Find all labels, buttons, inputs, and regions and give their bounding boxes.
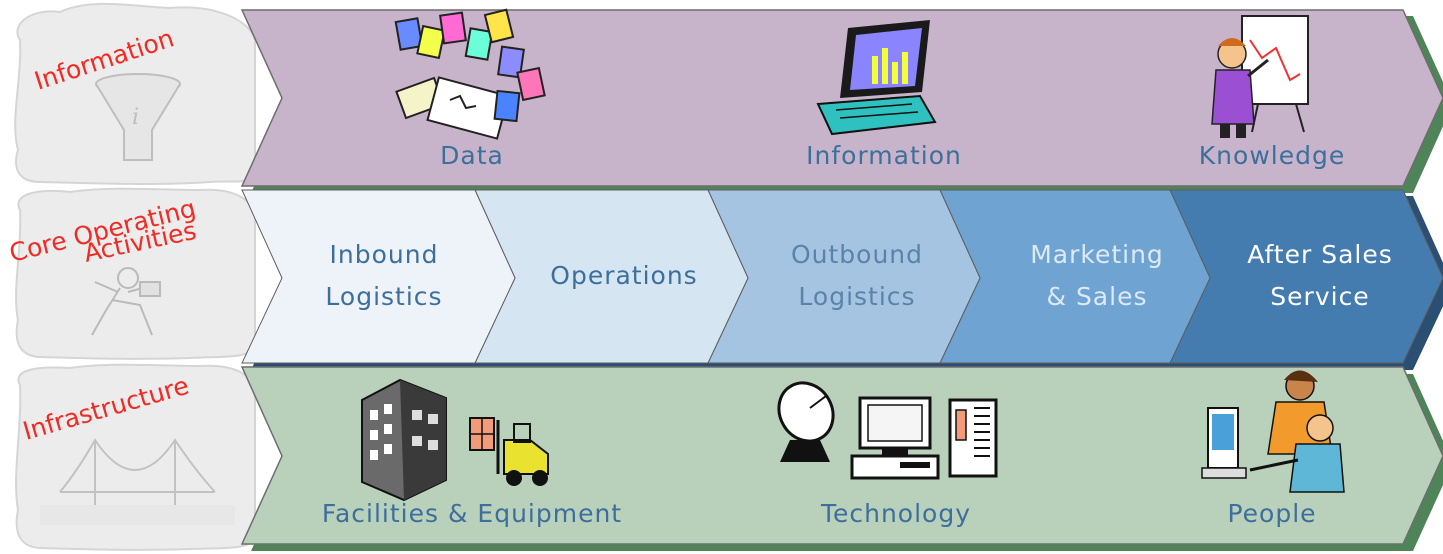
satellite-dish-icon xyxy=(777,381,835,462)
stage-outbound-logistics xyxy=(707,189,981,364)
stage-label-outbound-line2: Logistics xyxy=(798,282,915,311)
stage-label-outbound-line1: Outbound xyxy=(791,240,923,269)
desktop-computer-icon xyxy=(850,396,940,480)
stage-label-marketing-line2: & Sales xyxy=(1047,282,1148,311)
stage-inbound-logistics xyxy=(241,189,516,364)
infrastructure-item-facilities: Facilities & Equipment xyxy=(322,499,622,528)
stage-label-marketing-line1: Marketing xyxy=(1030,240,1164,269)
stage-after-sales-service xyxy=(1169,189,1443,364)
information-item-knowledge: Knowledge xyxy=(1199,141,1345,170)
building-icon xyxy=(361,378,447,502)
stage-label-inbound-line1: Inbound xyxy=(330,240,439,269)
bridge-icon xyxy=(40,438,235,525)
runner-icon xyxy=(91,267,161,336)
stage-marketing-sales xyxy=(939,189,1211,364)
stage-label-operations: Operations xyxy=(550,261,697,290)
laptop-chart-icon xyxy=(816,20,937,136)
stage-label-inbound-line2: Logistics xyxy=(325,282,442,311)
side-label-infrastructure xyxy=(15,363,256,551)
data-papers-icon xyxy=(394,8,546,140)
side-label-information: i xyxy=(14,2,256,186)
stage-label-aftersales-line2: Service xyxy=(1270,282,1369,311)
funnel-icon: i xyxy=(95,73,181,161)
information-item-data: Data xyxy=(440,141,504,170)
side-label-core xyxy=(15,187,256,360)
forklift-icon xyxy=(469,417,549,486)
people-at-computer-icon xyxy=(1201,370,1345,493)
presenter-chart-icon xyxy=(1211,15,1309,138)
infrastructure-item-people: People xyxy=(1227,499,1316,528)
server-rack-icon xyxy=(948,398,998,478)
information-band xyxy=(240,9,1443,193)
information-item-information: Information xyxy=(806,141,962,170)
svg-text:i: i xyxy=(132,105,139,130)
infrastructure-item-technology: Technology xyxy=(820,499,971,528)
stage-label-aftersales-line1: After Sales xyxy=(1247,240,1393,269)
infrastructure-band xyxy=(240,366,1443,551)
